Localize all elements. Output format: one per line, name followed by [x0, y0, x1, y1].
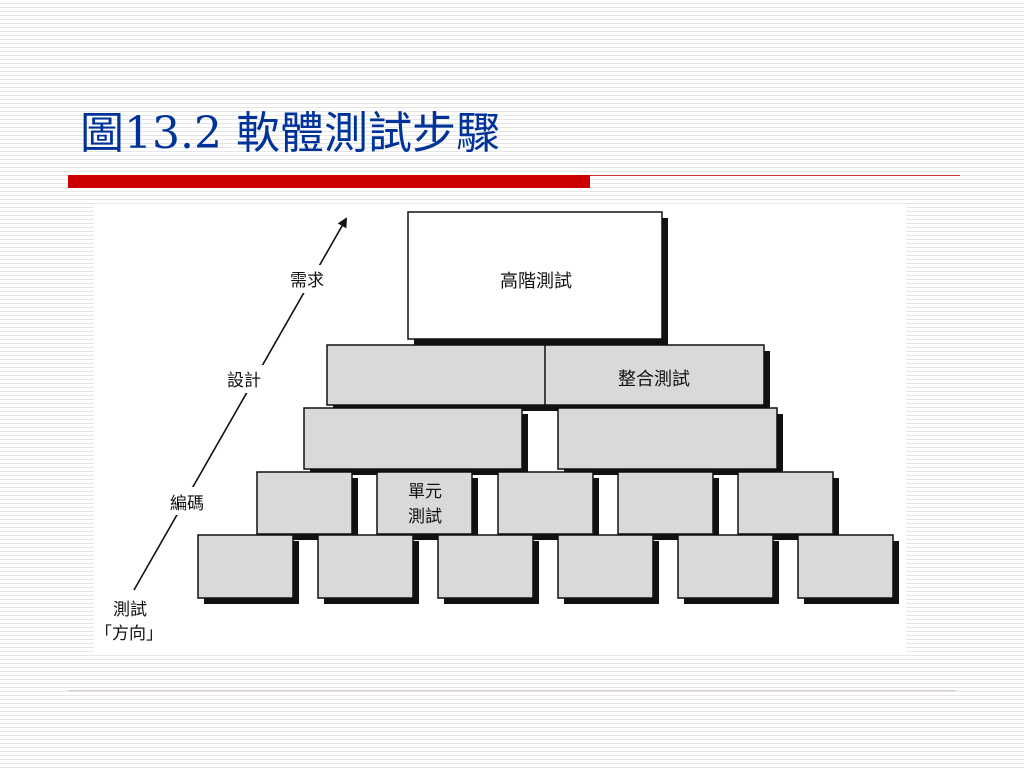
- title-divider-line: [590, 175, 960, 176]
- module-block-5: [677, 534, 779, 604]
- integration-sub-block-right: [557, 407, 783, 475]
- unit-test-label-line1: 單元: [408, 482, 442, 502]
- requirements-label: 需求: [290, 271, 324, 291]
- integration-test-label: 整合測試: [618, 369, 690, 390]
- unit-test-block: [376, 471, 478, 540]
- module-block-4: [557, 534, 659, 604]
- module-block-1: [197, 534, 299, 604]
- test-direction-label-line2: 「方向」: [95, 624, 163, 644]
- unit-test-label-line2: 測試: [408, 507, 442, 527]
- slide-title: 圖13.2 軟體測試步驟: [80, 108, 500, 159]
- footer-divider-line: [68, 690, 956, 691]
- integration-test-block: [544, 344, 770, 411]
- coding-label: 編碼: [170, 494, 204, 514]
- module-block-3: [437, 534, 539, 604]
- module-block-6: [797, 534, 899, 604]
- unit-block-5: [737, 471, 839, 540]
- module-block-2: [317, 534, 419, 604]
- unit-block-1: [256, 471, 358, 540]
- test-direction-label-line1: 測試: [113, 600, 147, 620]
- unit-block-3: [497, 471, 599, 540]
- high-level-test-block: [407, 211, 668, 345]
- integration-sub-block-left: [303, 407, 528, 475]
- integration-row-left-block: [326, 344, 552, 411]
- high-level-test-label: 高階測試: [500, 271, 572, 292]
- title-accent-bar: [68, 175, 590, 188]
- unit-block-4: [617, 471, 719, 540]
- testing-pyramid-diagram: 需求 設計 編碼 測試 「方向」: [95, 211, 899, 644]
- design-label: 設計: [227, 371, 261, 391]
